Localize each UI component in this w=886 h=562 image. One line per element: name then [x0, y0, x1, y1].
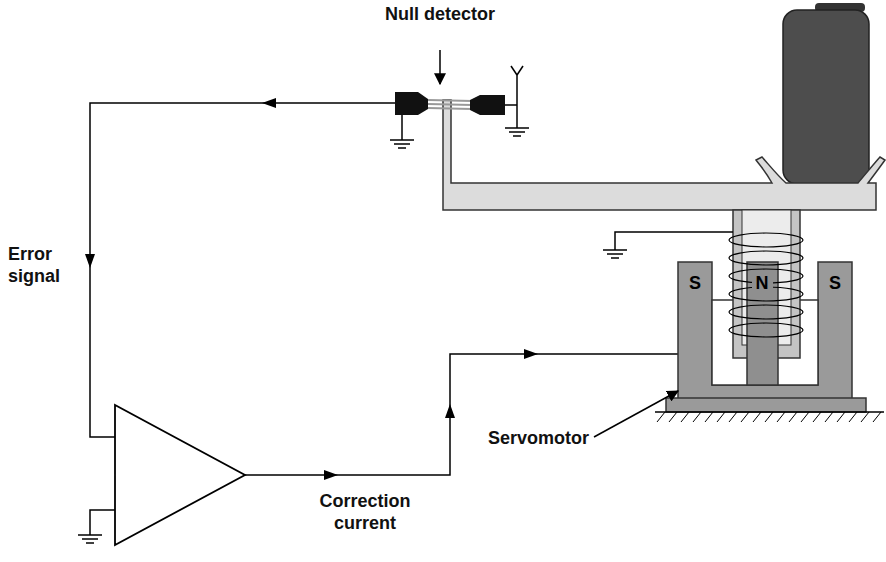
weight-body — [783, 10, 869, 184]
pole-letter: S — [829, 273, 841, 293]
flow-arrow — [445, 404, 455, 418]
null-detector — [390, 66, 529, 148]
leader-arrow — [594, 391, 678, 437]
wire — [516, 75, 518, 128]
permanent-magnet — [678, 262, 852, 410]
amplifier-symbol — [115, 405, 245, 545]
callout-label: Servomotor — [488, 427, 598, 449]
floor-line — [655, 411, 884, 413]
magnet-base — [666, 398, 866, 412]
pole-letter: S — [689, 273, 701, 293]
weighing-pan — [443, 100, 885, 210]
ground-symbol — [78, 535, 102, 543]
callout-label: Null detector — [385, 3, 495, 25]
floor-hatching — [657, 412, 881, 422]
magnet-pole: S — [685, 270, 706, 296]
flow-arrow — [524, 349, 538, 359]
ground-wire — [615, 232, 733, 250]
coil-winding — [729, 233, 803, 337]
callout-label: Correction current — [300, 490, 430, 534]
supply-terminal — [517, 66, 523, 75]
error-signal-wire — [90, 103, 395, 437]
wire — [505, 104, 517, 106]
ground-wire — [90, 510, 115, 535]
magnet-pole: S — [825, 270, 846, 296]
ground-wire — [401, 115, 403, 140]
light-beam — [428, 100, 472, 101]
weight — [783, 3, 869, 184]
flow-arrow — [262, 98, 276, 108]
supply-terminal — [511, 66, 517, 75]
magnet-pole: N — [752, 270, 773, 296]
ground-symbol — [603, 250, 627, 258]
ground-symbol — [390, 140, 414, 148]
flow-arrow — [85, 254, 95, 268]
light-source — [395, 92, 428, 115]
callout-label: Error signal — [8, 243, 78, 287]
ground-symbol — [505, 128, 529, 136]
light-beam — [428, 108, 472, 109]
leader-arrow — [439, 50, 441, 84]
light-beam — [428, 104, 472, 105]
pole-letter: N — [756, 273, 769, 293]
flow-arrow — [324, 470, 338, 480]
photo-sensor — [470, 95, 505, 115]
